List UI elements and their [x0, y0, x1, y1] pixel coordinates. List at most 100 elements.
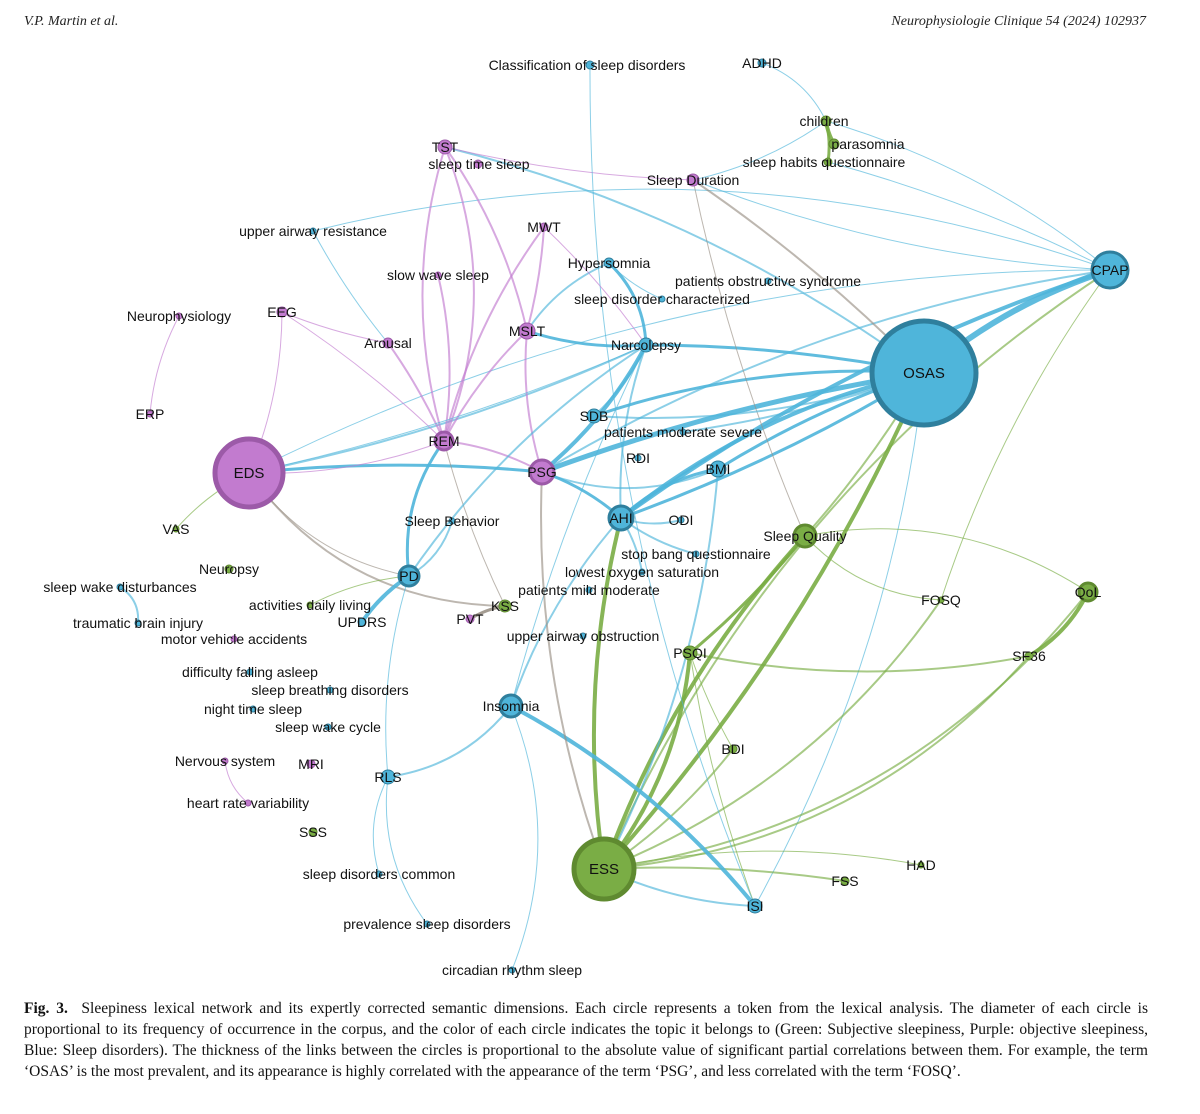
node-label-adl: activities daily living [249, 597, 371, 613]
node-label-isi: ISI [746, 898, 763, 914]
node-ahi [607, 504, 635, 532]
node-odi [677, 516, 685, 524]
node-label-mslt: MSLT [509, 323, 546, 339]
node-sbq [692, 550, 700, 558]
node-nts [249, 705, 257, 713]
node-sdb [586, 408, 602, 424]
node-arousal [382, 337, 394, 349]
node-label-odi: ODI [669, 512, 694, 528]
node-label-psg: PSG [527, 464, 557, 480]
node-label-uao: upper airway obstruction [507, 628, 660, 644]
node-label-nsys: Nervous system [175, 753, 275, 769]
edge-narco-eds [248, 344, 647, 474]
node-had [917, 861, 925, 869]
edge-psqi-isi [689, 652, 756, 907]
node-label-dfa: difficulty falling asleep [182, 664, 318, 680]
journal-header: Neurophysiologie Clinique 54 (2024) 1029… [891, 14, 1146, 29]
edge-swd-tbi [119, 586, 140, 624]
node-label-rem: REM [428, 433, 459, 449]
edge-ahi-ess [591, 516, 623, 871]
edge-tst-sdur [444, 146, 694, 181]
edge-psg-ess [540, 471, 605, 870]
edge-psqi-bdi [689, 652, 734, 750]
edge-rem-mslt [443, 330, 528, 442]
node-osas [869, 318, 979, 428]
node-sts [473, 159, 483, 169]
node-label-ess: ESS [589, 861, 619, 878]
node-label-nts: night time sleep [204, 701, 302, 717]
node-label-sbd: sleep breathing disorders [251, 682, 408, 698]
node-label-osas: OSAS [903, 365, 945, 382]
edge-mslt-narco [525, 329, 648, 348]
edge-pd-rls [385, 575, 410, 778]
node-label-children: children [799, 113, 848, 129]
node-tbi [134, 619, 142, 627]
edge-cpap-eds [248, 269, 1111, 474]
node-class [585, 60, 595, 70]
node-insomnia [498, 693, 524, 719]
node-label-arousal: Arousal [364, 335, 411, 351]
node-label-bdi: BDI [721, 741, 744, 757]
node-pd [397, 564, 421, 588]
node-label-mva: motor vehicle accidents [161, 631, 307, 647]
node-fss [840, 876, 850, 886]
node-label-neuro: Neurophysiology [127, 308, 231, 324]
node-label-sf36: SF36 [1012, 648, 1046, 664]
edge-cpap-psg [541, 269, 1111, 473]
node-mslt [518, 322, 536, 340]
node-ess [571, 836, 637, 902]
node-label-pmm: patients mild moderate [518, 582, 660, 598]
node-label-updrs: UPDRS [337, 614, 386, 630]
node-neuropsy [224, 564, 234, 574]
edge-cpap-ahi [619, 268, 1112, 520]
edge-rls-psd [385, 776, 428, 925]
edge-ess-had [603, 850, 922, 870]
node-parasomnia [828, 138, 840, 150]
edge-ess-fosq [603, 599, 942, 870]
edge-rem-tst [421, 146, 446, 442]
edge-ahi-insomnia [510, 517, 622, 707]
node-label-insomnia: Insomnia [483, 698, 540, 714]
node-fosq [937, 596, 945, 604]
node-label-sss: SSS [299, 824, 327, 840]
edge-cpap-children [825, 120, 1111, 271]
edge-ahi-bmi [619, 467, 720, 520]
figure-caption: Fig. 3. Sleepiness lexical network and i… [24, 998, 1148, 1082]
node-label-swsl: slow wave sleep [387, 267, 489, 283]
node-label-sdc: sleep disorder characterized [574, 291, 750, 307]
edge-cpap-fosq [940, 269, 1111, 601]
node-label-sbq: stop bang questionnaire [621, 546, 771, 562]
node-narco [638, 337, 654, 353]
node-mwt [539, 222, 549, 232]
node-label-fss: FSS [831, 873, 858, 889]
edge-ess-bmi [603, 468, 719, 870]
figure-caption-text: Sleepiness lexical network and its exper… [24, 1000, 1149, 1080]
edge-rem-pd [405, 439, 446, 578]
node-adhd [757, 58, 767, 68]
edge-sdur-sq [692, 179, 806, 537]
node-sbeh [448, 517, 456, 525]
node-rem [433, 430, 455, 452]
node-label-uar: upper airway resistance [239, 223, 387, 239]
edge-cpap-sdur [692, 179, 1111, 271]
node-eds [212, 436, 286, 510]
edge-sf36-psqi [689, 652, 1030, 673]
node-label-psqi: PSQI [673, 645, 706, 661]
node-shq [823, 157, 833, 167]
node-tst [437, 139, 453, 155]
node-vas [172, 525, 180, 533]
node-label-shq: sleep habits questionnaire [743, 154, 906, 170]
edge-hyper-sdc [608, 262, 663, 300]
node-uao [579, 632, 587, 640]
node-psd [423, 920, 431, 928]
node-mri [306, 759, 316, 769]
node-label-sq: Sleep Quality [763, 528, 846, 544]
node-rls [380, 769, 396, 785]
node-sq [792, 523, 818, 549]
node-label-rls: RLS [374, 769, 401, 785]
node-swsl [434, 271, 442, 279]
edge-psg-bmi [541, 468, 719, 490]
node-label-mri: MRI [298, 756, 324, 772]
